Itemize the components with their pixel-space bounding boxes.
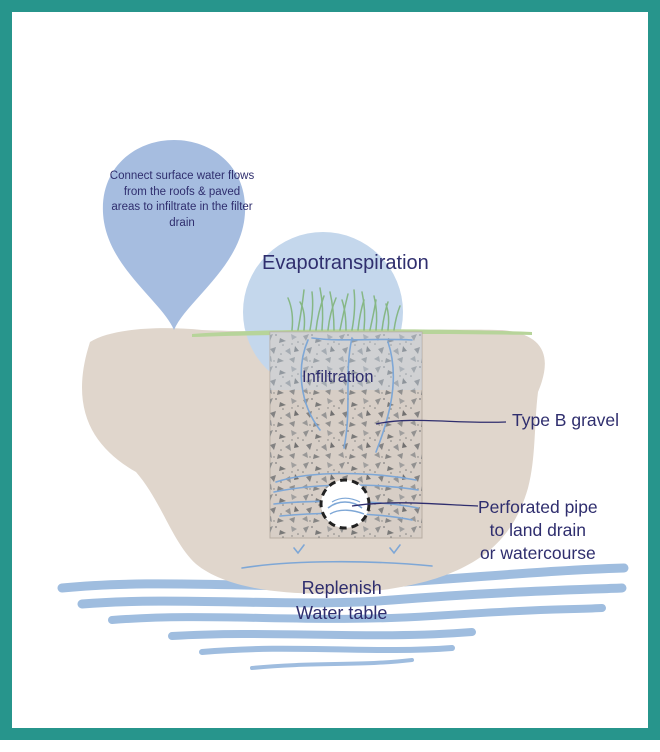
callout-text: Connect surface water flows from the roo…: [109, 170, 255, 229]
pipe-label: Perforated pipe to land drain or waterco…: [478, 496, 598, 565]
gravel-label: Type B gravel: [512, 410, 619, 430]
perforated-pipe: [319, 478, 371, 530]
pipe-leader-line: [351, 502, 479, 507]
pipe-label-line-2: to land drain: [489, 520, 586, 540]
replenish-label-line-1: Replenish: [301, 578, 382, 598]
gravel-leader-line: [375, 419, 507, 425]
pipe-label-line-3: or watercourse: [479, 543, 596, 563]
evapotranspiration-label: Evapotranspiration: [262, 252, 429, 274]
grass-icon: [287, 287, 401, 331]
replenish-label: Replenish Water table: [296, 576, 387, 626]
pipe-label-line-1: Perforated pipe: [478, 497, 598, 517]
filter-drain-diagram: [57, 140, 629, 670]
seepage-marks: [241, 544, 433, 569]
callout-drop-icon: [102, 140, 246, 330]
replenish-label-line-2: Water table: [296, 603, 388, 623]
infiltration-label: Infiltration: [302, 368, 374, 386]
